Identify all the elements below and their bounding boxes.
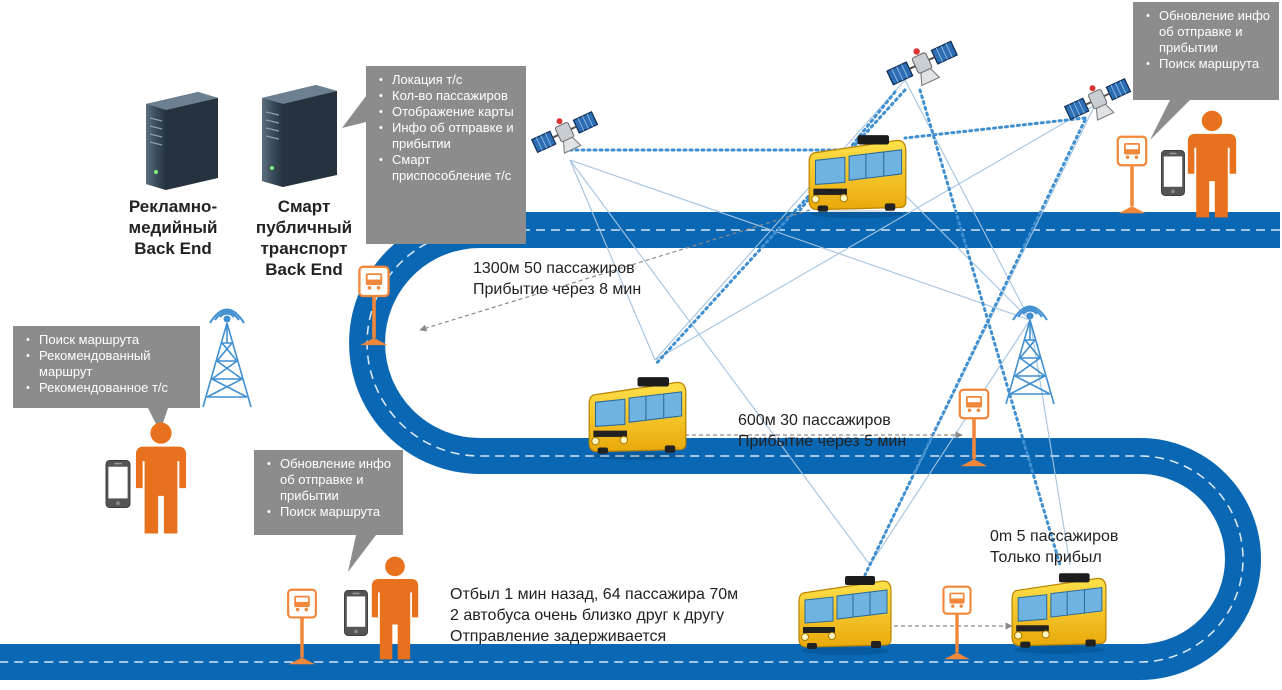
smartphone-icon bbox=[105, 460, 131, 508]
bus-info-bottom: Отбыл 1 мин назад, 64 пассажира 70м 2 ав… bbox=[450, 584, 738, 647]
bus-info-top: 1300м 50 пассажиров Прибытие через 8 мин bbox=[473, 258, 641, 300]
server-icon bbox=[146, 92, 218, 190]
callout-item: Обновление инфо об отправке и прибытии bbox=[1146, 8, 1271, 56]
bus-info-line: Прибытие через 5 мин bbox=[738, 433, 907, 450]
smartphone-icon bbox=[1161, 150, 1185, 196]
satellite-icon bbox=[885, 32, 960, 96]
callout-item: Инфо об отправке и прибытии bbox=[379, 120, 518, 152]
bus-info-middle: 600м 30 пассажиров Прибытие через 5 мин bbox=[738, 410, 906, 452]
callout-item: Смарт приспособление т/с bbox=[379, 152, 518, 184]
transport-backend-line: транспорт bbox=[260, 239, 348, 258]
bus-info-line: 0m 5 пассажиров bbox=[990, 528, 1119, 545]
callout-item: Отображение карты bbox=[379, 104, 518, 120]
bus-info-line: 1300м 50 пассажиров bbox=[473, 260, 635, 277]
callout-item: Обновление инфо об отправке и прибытии bbox=[267, 456, 395, 504]
bus-info-line: 600м 30 пассажиров bbox=[738, 412, 891, 429]
satellite-icon bbox=[1063, 70, 1133, 130]
transport-backend-label: Смарт публичный транспорт Back End bbox=[244, 196, 364, 280]
callout-item: Поиск маршрута bbox=[1146, 56, 1271, 72]
passenger-left-callout: Поиск маршрута Рекомендованный маршрут Р… bbox=[13, 326, 200, 408]
bus-icon bbox=[808, 134, 907, 219]
bus-icon bbox=[1011, 572, 1107, 655]
backend-callout: Локация т/с Кол-во пассажиров Отображени… bbox=[366, 66, 526, 244]
bus-icon bbox=[798, 575, 892, 656]
transport-backend-line: Back End bbox=[265, 260, 343, 279]
smartphone-icon bbox=[344, 590, 368, 636]
bus-info-line: Отбыл 1 мин назад, 64 пассажира 70м bbox=[450, 586, 739, 603]
satellite-icon bbox=[530, 103, 600, 163]
passenger-top-right-callout: Обновление инфо об отправке и прибытии П… bbox=[1133, 2, 1279, 100]
transport-backend-line: публичный bbox=[255, 218, 353, 237]
person-icon bbox=[1187, 110, 1237, 218]
bus-info-line: Прибытие через 8 мин bbox=[473, 281, 642, 298]
callout-tails bbox=[148, 96, 1190, 572]
cell-tower-icon bbox=[202, 308, 252, 408]
bus-stop-icon bbox=[1116, 135, 1148, 215]
person-icon bbox=[135, 422, 187, 534]
cell-tower-icon bbox=[1005, 305, 1055, 405]
bus-info-right: 0m 5 пассажиров Только прибыл bbox=[990, 526, 1118, 568]
ad-backend-line: Back End bbox=[134, 239, 212, 258]
passenger-bottom-callout: Обновление инфо об отправке и прибытии П… bbox=[254, 450, 403, 535]
callout-item: Поиск маршрута bbox=[267, 504, 395, 520]
callout-item: Рекомендованное т/с bbox=[26, 380, 192, 396]
ad-backend-line: Рекламно- bbox=[128, 197, 218, 216]
person-icon bbox=[371, 556, 419, 660]
callout-item: Поиск маршрута bbox=[26, 332, 192, 348]
server-icon bbox=[262, 85, 337, 187]
bus-info-line: Только прибыл bbox=[990, 549, 1102, 566]
transport-backend-line: Смарт bbox=[277, 197, 331, 216]
callout-item: Локация т/с bbox=[379, 72, 518, 88]
ad-backend-line: медийный bbox=[128, 218, 218, 237]
distance-arrows bbox=[419, 209, 1013, 630]
bus-info-line: Отправление задерживается bbox=[450, 628, 667, 645]
callout-item: Кол-во пассажиров bbox=[379, 88, 518, 104]
bus-icon bbox=[588, 376, 687, 461]
ad-backend-label: Рекламно- медийный Back End bbox=[118, 196, 228, 259]
callout-item: Рекомендованный маршрут bbox=[26, 348, 192, 380]
bus-info-line: 2 автобуса очень близко друг к другу bbox=[450, 607, 725, 624]
